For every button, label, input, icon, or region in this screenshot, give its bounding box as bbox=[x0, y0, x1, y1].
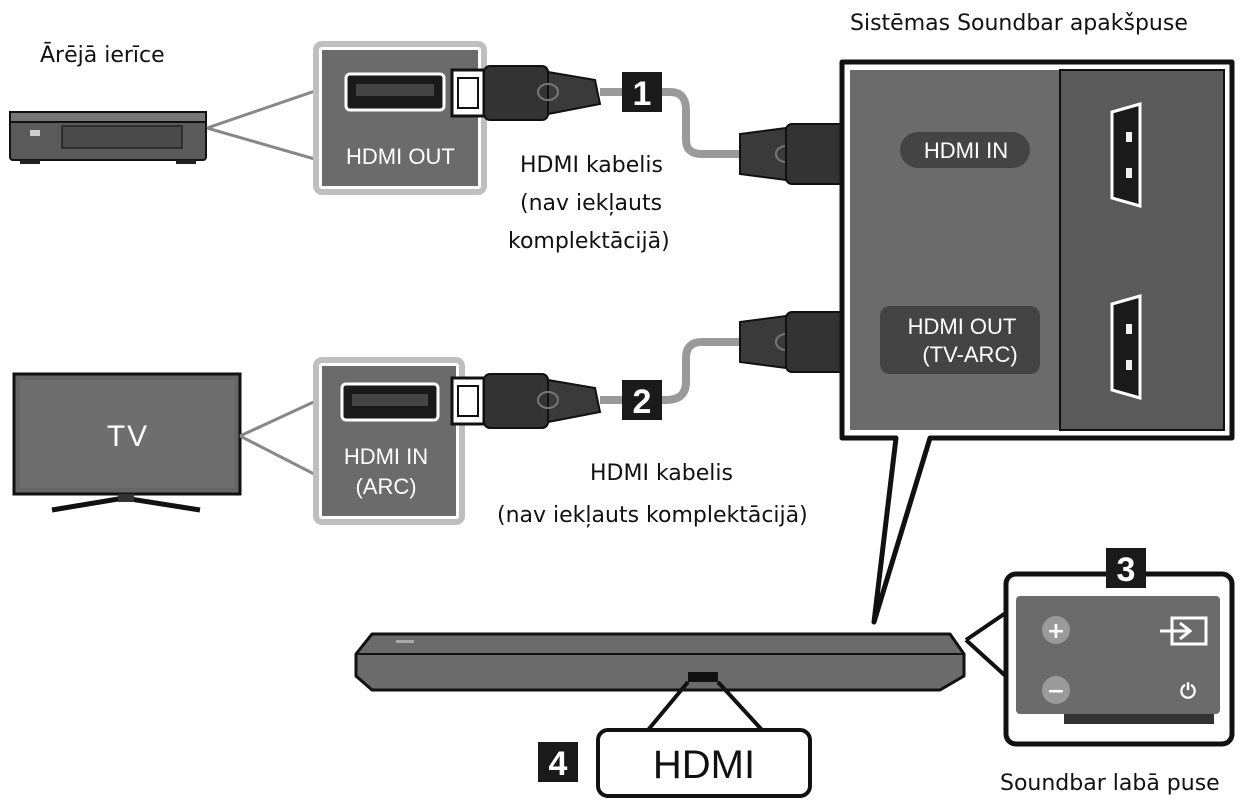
minus-icon: − bbox=[1047, 679, 1065, 704]
volume-down-button[interactable] bbox=[1042, 676, 1070, 704]
tv: TV bbox=[12, 372, 242, 513]
step-4-number: 4 bbox=[549, 745, 568, 783]
step-1-number: 1 bbox=[633, 75, 652, 113]
tv-port-panel: HDMI IN (ARC) bbox=[313, 357, 465, 525]
step-3-number: 3 bbox=[1117, 551, 1136, 589]
step-3-badge bbox=[1106, 548, 1146, 588]
soundbar bbox=[354, 632, 966, 692]
hdmi-cable-1 bbox=[450, 65, 880, 185]
external-device-label: Ārējā ierīce bbox=[40, 43, 165, 68]
soundbar-bottom-panel: HDMI IN HDMI OUT (TV-ARC) bbox=[839, 59, 1235, 625]
tv-port-label-line1: HDMI IN bbox=[344, 444, 428, 469]
soundbar-in-label: HDMI IN bbox=[924, 138, 1008, 163]
step-2-badge bbox=[622, 380, 662, 420]
step-4-badge bbox=[538, 742, 578, 782]
tv-label: TV bbox=[107, 420, 149, 453]
external-device bbox=[9, 111, 207, 164]
soundbar-out-label-line2: (TV-ARC) bbox=[922, 342, 1017, 367]
soundbar-out-label-line1: HDMI OUT bbox=[908, 314, 1017, 339]
device-port-panel: HDMI OUT bbox=[313, 41, 487, 195]
soundbar-hdmi-out-socket-icon bbox=[1110, 294, 1142, 400]
cable-2-caption-line1: HDMI kabelis bbox=[590, 461, 733, 486]
soundbar-right-panel: + − ⏻ bbox=[1003, 571, 1235, 747]
power-icon[interactable]: ⏻ bbox=[1180, 679, 1196, 703]
cable-1-caption-line1: HDMI kabelis bbox=[520, 153, 663, 178]
soundbar-bottom-label: Sistēmas Soundbar apakšpuse bbox=[850, 11, 1188, 36]
cable-1-caption-line2: (nav iekļauts bbox=[520, 191, 662, 216]
tv-port-label-line2: (ARC) bbox=[355, 474, 416, 499]
plus-icon: + bbox=[1047, 619, 1065, 644]
step-1-badge bbox=[622, 72, 662, 112]
device-port-label: HDMI OUT bbox=[346, 144, 455, 169]
hdmi-callout-label: HDMI bbox=[653, 743, 755, 787]
tv-callout-lines bbox=[239, 397, 320, 479]
cable-2-caption-line2: (nav iekļauts komplektācijā) bbox=[497, 503, 808, 528]
hdmi-port-marker bbox=[688, 672, 718, 682]
step-2-number: 2 bbox=[633, 383, 652, 421]
hdmi-cable-2 bbox=[450, 311, 880, 429]
soundbar-right-label: Soundbar labā puse bbox=[1000, 771, 1220, 796]
hdmi-callout-box bbox=[596, 728, 812, 798]
volume-up-button[interactable] bbox=[1042, 616, 1070, 644]
soundbar-hdmi-in-socket-icon bbox=[1110, 102, 1142, 208]
device-callout-lines bbox=[206, 87, 320, 162]
source-button[interactable] bbox=[1160, 616, 1208, 646]
controls-callout-lines bbox=[964, 608, 1012, 682]
cable-1-caption-line3: komplektācijā) bbox=[508, 229, 670, 254]
